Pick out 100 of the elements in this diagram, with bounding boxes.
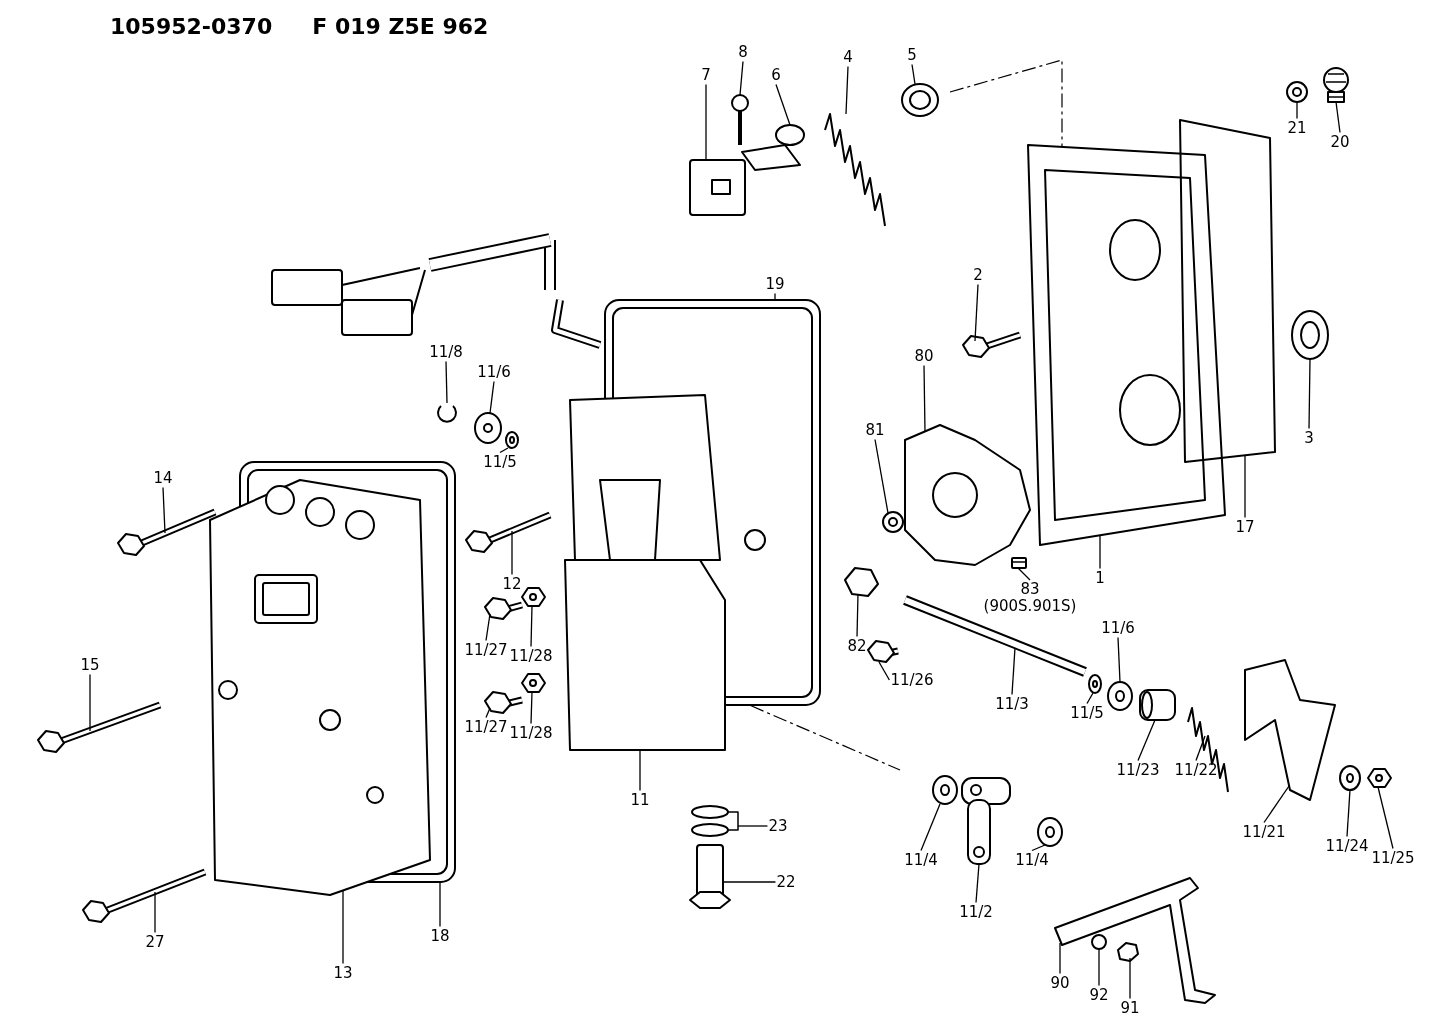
leader-line (1098, 948, 1100, 987)
spring-seat-drawing (741, 124, 805, 171)
callout-number: 15 (80, 656, 100, 674)
bolt-drawing (117, 508, 217, 556)
leader-line (639, 749, 641, 792)
callout-number: 11/28 (509, 647, 553, 665)
bolt-drawing (465, 511, 552, 553)
bolt-drawing (37, 701, 162, 753)
callout-number: 22 (776, 873, 796, 891)
callout-number: 7 (701, 66, 711, 84)
callout-number: 11/4 (1015, 851, 1049, 869)
key-drawing (1011, 557, 1027, 569)
washer-drawing (932, 775, 958, 805)
callout-number: 2 (973, 266, 983, 284)
leader-line (489, 380, 495, 414)
leader-line (1263, 785, 1290, 824)
leader-line (845, 65, 849, 115)
leader-line (920, 803, 941, 852)
callout-number: 18 (430, 927, 450, 945)
callout-number: 11/28 (509, 724, 553, 742)
callout-number: 11/8 (429, 343, 463, 361)
bolt-drawing (962, 331, 1022, 358)
leader-line (485, 613, 491, 642)
leader-line (775, 83, 791, 126)
washer-drawing (474, 412, 502, 444)
note-text: (900S.901S) (983, 598, 1077, 615)
callout-number: 11/27 (464, 641, 508, 659)
leader-line (342, 890, 344, 965)
callout-number: 11/3 (995, 695, 1029, 713)
leader-line (1117, 636, 1121, 683)
leader-line (1244, 454, 1246, 519)
bolt-drawing (82, 868, 207, 923)
callout-number: 11/22 (1174, 761, 1218, 779)
leader-line (530, 605, 533, 648)
spring-drawing (824, 113, 886, 227)
leader-line (499, 447, 509, 454)
leader-line (1099, 534, 1101, 570)
banjo-bolt-drawing (689, 844, 731, 909)
cover-drawing (209, 479, 431, 896)
callout-number: 81 (865, 421, 885, 439)
callout-number: 11/26 (890, 671, 934, 689)
washer-drawing (1286, 81, 1308, 103)
callout-number: 11/5 (483, 453, 517, 471)
leader-line (1011, 647, 1016, 696)
leader-line (89, 673, 91, 732)
leader-line (530, 691, 533, 725)
callout-number: 23 (768, 817, 788, 835)
callout-number: 11/23 (1116, 761, 1160, 779)
bolt-drawing (1117, 942, 1139, 962)
leader-line (975, 863, 980, 904)
callout-number: 11/25 (1371, 849, 1415, 867)
leader-line (439, 881, 441, 928)
leader-line (739, 60, 744, 96)
terminal-bracket-drawing (689, 159, 746, 216)
seal-drawing (1291, 310, 1329, 360)
callout-number: 4 (843, 48, 853, 66)
callout-number: 11/5 (1070, 704, 1104, 722)
washer-drawing (882, 511, 904, 533)
bushing-drawing (1139, 689, 1176, 721)
callout-number: 14 (153, 469, 173, 487)
leader-line (923, 364, 926, 433)
washer-drawing (1091, 934, 1107, 950)
callout-number: 12 (502, 575, 522, 593)
washer-drawing (1339, 765, 1361, 791)
callout-number: 83 (1019, 581, 1041, 598)
leader-line (774, 292, 776, 301)
callout-number: 11/6 (477, 363, 511, 381)
leader-line (705, 83, 707, 161)
nut-drawing (521, 673, 546, 693)
screw-drawing (484, 597, 523, 620)
leader-line (1129, 957, 1131, 1000)
callout-number: 5 (907, 46, 917, 64)
leader-line (722, 881, 777, 883)
callout-number: 19 (765, 275, 785, 293)
leader-line (1377, 786, 1394, 850)
callout-number: 13 (333, 964, 353, 982)
callout-number: 20 (1330, 133, 1350, 151)
callout-number: 82 (847, 637, 867, 655)
washer-pair-drawing (691, 805, 739, 837)
leader-line (1059, 942, 1061, 975)
callout-number: 90 (1050, 974, 1070, 992)
part-number: F 019 Z5E 962 (312, 14, 489, 39)
ring-drawing (901, 83, 939, 117)
callout-number: 11/2 (959, 903, 993, 921)
callout-number: 91 (1120, 999, 1140, 1017)
screw-drawing (731, 94, 749, 145)
screw-drawing (867, 640, 899, 663)
leader-line (1195, 735, 1206, 762)
leader-line (878, 661, 891, 681)
leader-line (974, 283, 979, 342)
leader-line (1346, 789, 1351, 838)
screw-drawing (484, 691, 523, 714)
callout-number: 3 (1304, 429, 1314, 447)
callout-number: 8 (738, 43, 748, 61)
leader-line (1031, 844, 1046, 852)
lever-drawing (961, 777, 1011, 865)
callout-number: 17 (1235, 518, 1255, 536)
ring-drawing (505, 431, 519, 449)
washer-drawing (1037, 817, 1063, 847)
housing-drawing (1027, 144, 1226, 546)
